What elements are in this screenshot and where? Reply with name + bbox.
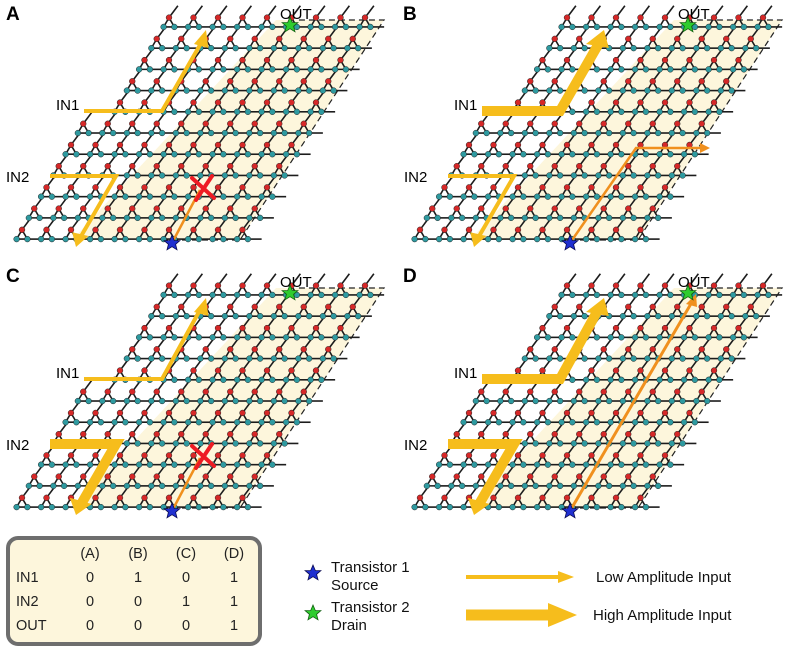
cell-in1-c: 0 [181, 570, 191, 586]
high-amplitude-legend: High Amplitude Input [466, 603, 732, 627]
cell-out-b: 0 [133, 618, 143, 634]
column-header-a: (A) [80, 546, 100, 562]
cell-in2-a: 0 [85, 594, 95, 610]
in2-label: IN2 [404, 169, 427, 186]
red-cross-icon [190, 442, 216, 470]
substrate-region [72, 20, 384, 240]
legend: Transistor 1 Source Transistor 2 Drain L… [304, 559, 732, 634]
column-header-c: (C) [175, 546, 197, 562]
in1-arrow [482, 307, 603, 384]
truth-row-in2: IN2 0 0 1 1 [10, 590, 258, 614]
row-label-in2: IN2 [16, 594, 39, 610]
in1-arrow [84, 37, 206, 113]
cell-in1-d: 1 [229, 570, 239, 586]
in2-label: IN2 [6, 169, 29, 186]
source-legend-line2: Source [331, 577, 379, 594]
green-star-icon [679, 15, 697, 33]
cell-out-a: 0 [85, 618, 95, 634]
green-star-icon [679, 283, 697, 301]
source-star-legend: Transistor 1 Source [304, 559, 410, 594]
transistor-path [568, 301, 694, 512]
cell-in1-a: 0 [85, 570, 95, 586]
in1-arrow-head-icon [586, 298, 609, 316]
lattice-atoms [13, 14, 374, 243]
cell-in2-d: 1 [229, 594, 239, 610]
green-star-icon [281, 283, 299, 301]
lattice-atoms [411, 14, 772, 243]
in2-label: IN2 [404, 437, 427, 454]
blue-star-icon [163, 501, 181, 519]
low-amplitude-legend: Low Amplitude Input [466, 569, 732, 586]
blue-star-icon [304, 563, 322, 581]
blue-star-icon [163, 233, 181, 251]
in1-arrow-head-icon [194, 30, 209, 48]
transistor-path [568, 146, 702, 244]
source-legend-line1: Transistor 1 [331, 559, 410, 576]
blue-star-icon [561, 233, 579, 251]
in1-arrow [482, 35, 607, 116]
truth-table-box: (A) (B) (C) (D) IN1 0 1 0 1 IN2 0 0 1 1 … [6, 536, 262, 646]
cell-out-c: 0 [181, 618, 191, 634]
in2-arrow [448, 174, 518, 240]
in2-arrow-head-icon [69, 497, 92, 515]
substrate-region [470, 20, 782, 240]
low-amplitude-label: Low Amplitude Input [596, 569, 732, 586]
row-label-in1: IN1 [16, 570, 39, 586]
out-label: OUT [280, 6, 312, 23]
transistor-arrow-head-icon [686, 294, 697, 307]
truth-table: (A) (B) (C) (D) IN1 0 1 0 1 IN2 0 0 1 1 … [10, 542, 258, 638]
panel-label: D [403, 266, 417, 287]
red-cross-icon [190, 174, 216, 202]
substrate-region [470, 288, 782, 508]
transistor-arrow-head-icon [700, 143, 710, 153]
in2-arrow-head-icon [72, 232, 89, 247]
cell-in1-b: 1 [133, 570, 143, 586]
truth-row-out: OUT 0 0 0 1 [10, 614, 258, 638]
in2-arrow-head-icon [467, 497, 490, 515]
in2-arrow-head-icon [470, 232, 487, 247]
in1-label: IN1 [454, 365, 477, 382]
in2-arrow [448, 439, 523, 509]
in1-arrow [84, 309, 202, 381]
column-header-b: (B) [128, 546, 148, 562]
substrate-region [72, 288, 384, 508]
in2-arrow [50, 174, 120, 240]
out-label: OUT [678, 6, 710, 23]
high-amplitude-label: High Amplitude Input [593, 607, 732, 624]
in2-arrow [50, 439, 125, 509]
green-star-icon [304, 603, 322, 621]
row-label-out: OUT [16, 618, 47, 634]
in1-label: IN1 [454, 97, 477, 114]
in1-arrow-head-icon [194, 298, 209, 316]
in1-label: IN1 [56, 365, 79, 382]
drain-star-legend: Transistor 2 Drain [304, 599, 410, 634]
truth-table-header: (A) (B) (C) (D) [10, 542, 258, 566]
out-label: OUT [678, 274, 710, 291]
panel-label: C [6, 266, 20, 287]
in1-label: IN1 [56, 97, 79, 114]
cell-out-d: 1 [229, 618, 239, 634]
in1-arrow-head-icon [586, 30, 609, 48]
truth-row-in1: IN1 0 1 0 1 [10, 566, 258, 590]
low-amplitude-arrow-head-icon [558, 571, 574, 583]
column-header-d: (D) [223, 546, 245, 562]
panel-label: B [403, 4, 417, 25]
panel-label: A [6, 4, 20, 25]
cell-in2-b: 0 [133, 594, 143, 610]
drain-legend-line2: Drain [331, 617, 367, 634]
out-label: OUT [280, 274, 312, 291]
cell-in2-c: 1 [181, 594, 191, 610]
high-amplitude-arrow-head-icon [548, 603, 577, 627]
in2-label: IN2 [6, 437, 29, 454]
green-star-icon [281, 15, 299, 33]
drain-legend-line1: Transistor 2 [331, 599, 410, 616]
lattice-atoms [411, 282, 772, 511]
blue-star-icon [561, 501, 579, 519]
